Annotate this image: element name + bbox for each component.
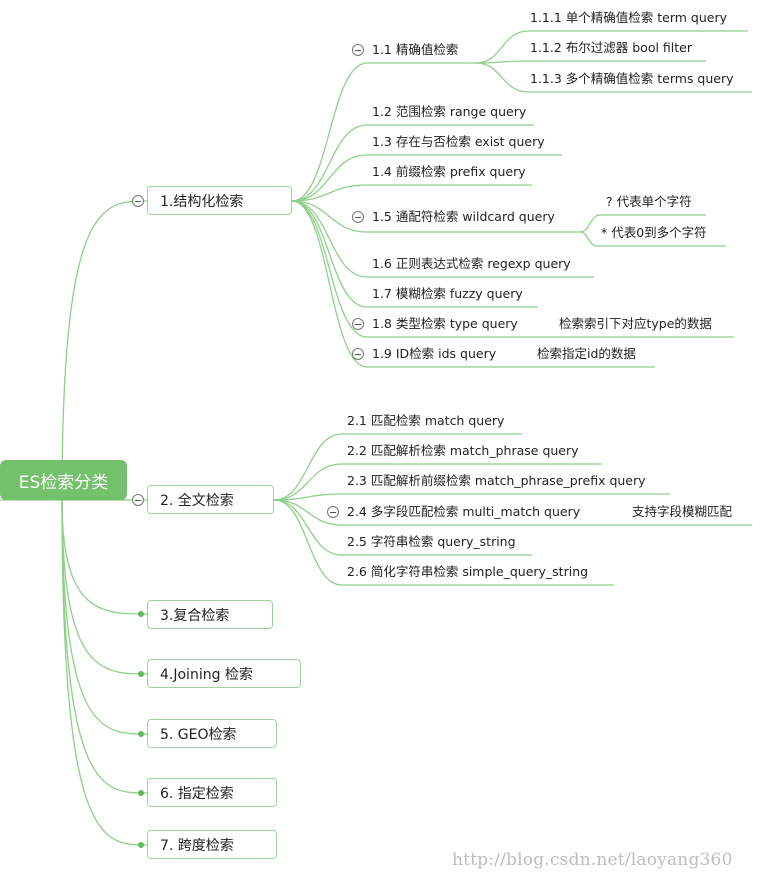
structured-connector	[291, 200, 368, 338]
node-match-phrase-query[interactable]: 2.2 匹配解析检索 match_phrase query	[347, 443, 579, 458]
exact-connector	[475, 62, 529, 93]
node-match-query[interactable]: 2.1 匹配检索 match query	[347, 413, 505, 428]
branch-label: 4.Joining 检索	[160, 666, 253, 683]
node-multi-match-note[interactable]: 支持字段模糊匹配	[632, 504, 733, 519]
fulltext-connector	[273, 433, 343, 501]
collapse-icon[interactable]	[352, 348, 364, 360]
node-multi-match-query[interactable]: 2.4 多字段匹配检索 multi_match query	[347, 504, 581, 519]
node-wildcard-single[interactable]: ? 代表单个字符	[606, 194, 692, 209]
node-term-query[interactable]: 1.1.1 单个精确值检索 term query	[530, 10, 727, 25]
structured-connector	[291, 200, 368, 278]
node-ids-query[interactable]: 1.9 ID检索 ids query	[372, 346, 497, 361]
root-node[interactable]: ES检索分类	[0, 460, 127, 500]
structured-connector	[291, 184, 368, 202]
branch-fulltext-search[interactable]: 2. 全文检索	[147, 485, 274, 514]
branch-joining-search[interactable]: 4.Joining 检索	[147, 659, 301, 688]
structured-connector	[291, 200, 368, 368]
node-prefix-query[interactable]: 1.4 前缀检索 prefix query	[372, 164, 526, 179]
node-exist-query[interactable]: 1.3 存在与否检索 exist query	[372, 134, 545, 149]
branch-specified-search[interactable]: 6. 指定检索	[147, 778, 277, 807]
root-connector	[61, 499, 148, 846]
structured-connector	[291, 200, 368, 308]
branch-geo-search[interactable]: 5. GEO检索	[147, 719, 277, 748]
structured-connector	[291, 154, 368, 202]
node-dot-icon	[138, 611, 144, 617]
fulltext-connector	[273, 463, 343, 501]
node-dot-icon	[138, 842, 144, 848]
node-wildcard-multi[interactable]: * 代表0到多个字符	[601, 225, 707, 240]
branch-label: 1.结构化检索	[160, 193, 244, 210]
node-fuzzy-query[interactable]: 1.7 模糊检索 fuzzy query	[372, 286, 523, 301]
node-simple-query-string[interactable]: 2.6 简化字符串检索 simple_query_string	[347, 564, 589, 579]
node-bool-filter[interactable]: 1.1.2 布尔过滤器 bool filter	[530, 40, 693, 55]
node-exact-value-search[interactable]: 1.1 精确值检索	[372, 42, 459, 57]
root-connector	[61, 499, 148, 615]
branch-label: 7. 跨度检索	[160, 837, 234, 854]
collapse-icon[interactable]	[352, 211, 364, 223]
collapse-icon[interactable]	[352, 318, 364, 330]
collapse-icon[interactable]	[327, 506, 339, 518]
branch-compound-search[interactable]: 3.复合检索	[147, 600, 273, 629]
root-connector	[61, 499, 148, 735]
root-connector	[61, 200, 148, 501]
node-terms-query[interactable]: 1.1.3 多个精确值检索 terms query	[530, 71, 734, 86]
node-dot-icon	[138, 731, 144, 737]
branch-label: 3.复合检索	[160, 607, 230, 624]
node-match-phrase-prefix-query[interactable]: 2.3 匹配解析前缀检索 match_phrase_prefix query	[347, 473, 646, 488]
collapse-icon[interactable]	[352, 44, 364, 56]
branch-label: 6. 指定检索	[160, 785, 234, 802]
node-dot-icon	[138, 790, 144, 796]
node-regexp-query[interactable]: 1.6 正则表达式检索 regexp query	[372, 256, 571, 271]
fulltext-connector	[273, 499, 343, 586]
watermark-text: http://blog.csdn.net/laoyang360	[452, 850, 733, 870]
structured-connector	[291, 200, 368, 233]
wildcard-connector	[579, 214, 601, 233]
branch-span-search[interactable]: 7. 跨度检索	[147, 830, 277, 859]
structured-connector	[291, 124, 368, 202]
fulltext-connector	[273, 499, 343, 526]
wildcard-connector	[579, 231, 598, 247]
collapse-icon[interactable]	[132, 494, 144, 506]
node-query-string[interactable]: 2.5 字符串检索 query_string	[347, 534, 516, 549]
root-connector	[61, 499, 148, 675]
node-type-query-note[interactable]: 检索索引下对应type的数据	[559, 316, 712, 331]
fulltext-connector	[273, 499, 343, 556]
node-range-query[interactable]: 1.2 范围检索 range query	[372, 104, 527, 119]
structured-connector	[291, 62, 368, 202]
branch-label: 5. GEO检索	[160, 726, 237, 743]
branch-label: 2. 全文检索	[160, 492, 234, 509]
node-type-query[interactable]: 1.8 类型检索 type query	[372, 316, 518, 331]
fulltext-connector	[273, 493, 343, 501]
node-wildcard-query[interactable]: 1.5 通配符检索 wildcard query	[372, 209, 555, 224]
collapse-icon[interactable]	[132, 195, 144, 207]
exact-connector	[475, 30, 529, 64]
node-ids-query-note[interactable]: 检索指定id的数据	[537, 346, 636, 361]
branch-structured-search[interactable]: 1.结构化检索	[147, 186, 292, 215]
node-dot-icon	[138, 671, 144, 677]
